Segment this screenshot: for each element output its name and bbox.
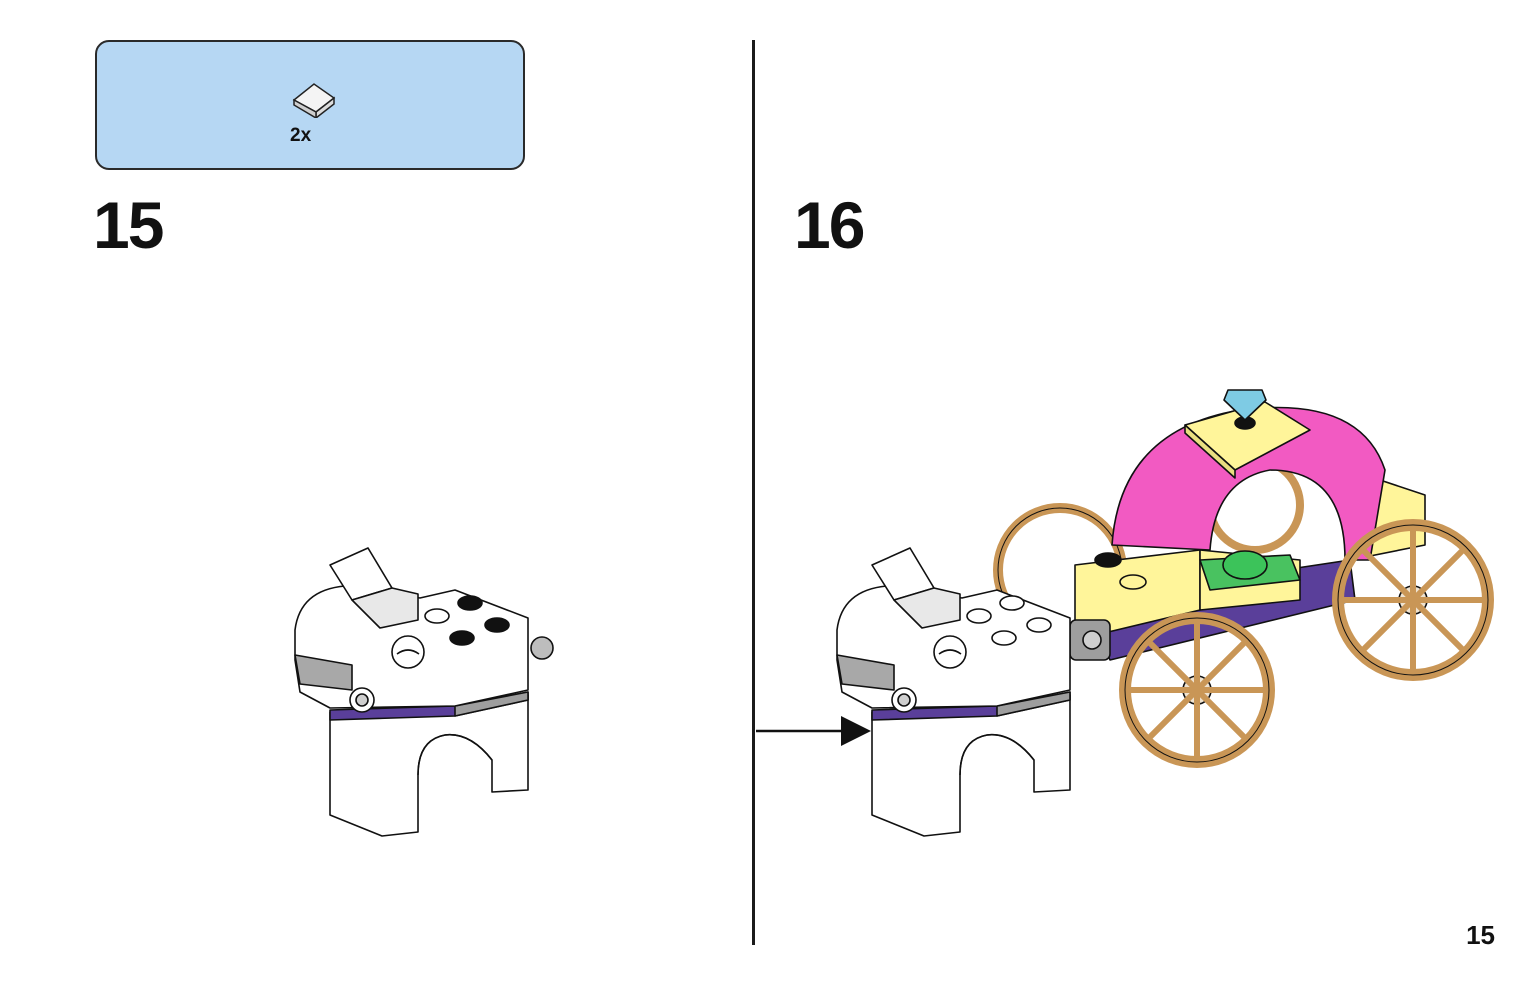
step-number-16: 16 <box>794 188 865 262</box>
step-number-15: 15 <box>93 188 164 262</box>
page-number: 15 <box>1466 920 1495 950</box>
horse-model-step15 <box>294 547 554 837</box>
slope-tile-icon <box>292 83 336 118</box>
part-quantity: 2x <box>290 125 312 146</box>
parts-callout-box: 2x <box>95 40 525 170</box>
page-divider <box>752 40 755 945</box>
carriage-model-step16 <box>836 389 1494 837</box>
